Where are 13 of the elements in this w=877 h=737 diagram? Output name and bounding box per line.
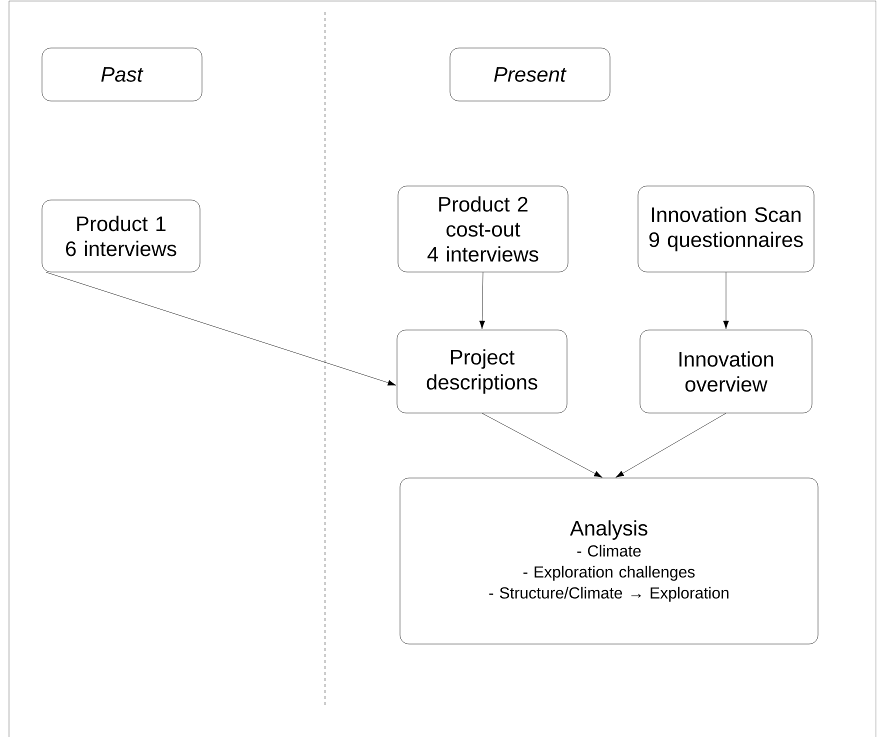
- heading-box: Past: [42, 48, 202, 102]
- heading-box: Present: [450, 48, 610, 102]
- process-box: Innovation Scan 9 questionnaires: [638, 186, 814, 272]
- process-box: Innovation overview: [640, 330, 812, 414]
- arrow: [46, 272, 396, 386]
- process-box: Project descriptions: [396, 330, 568, 414]
- analysis-box: Analysis - Climate - Exploration challenges - Structure/Climate → Exploration: [400, 478, 818, 644]
- arrow: [616, 413, 726, 478]
- arrow: [482, 413, 602, 478]
- process-box: Product 2 cost-out 4 interviews: [398, 186, 568, 272]
- arrow: [479, 272, 486, 330]
- arrow: [723, 272, 729, 330]
- process-box: Product 1 6 interviews: [42, 200, 200, 272]
